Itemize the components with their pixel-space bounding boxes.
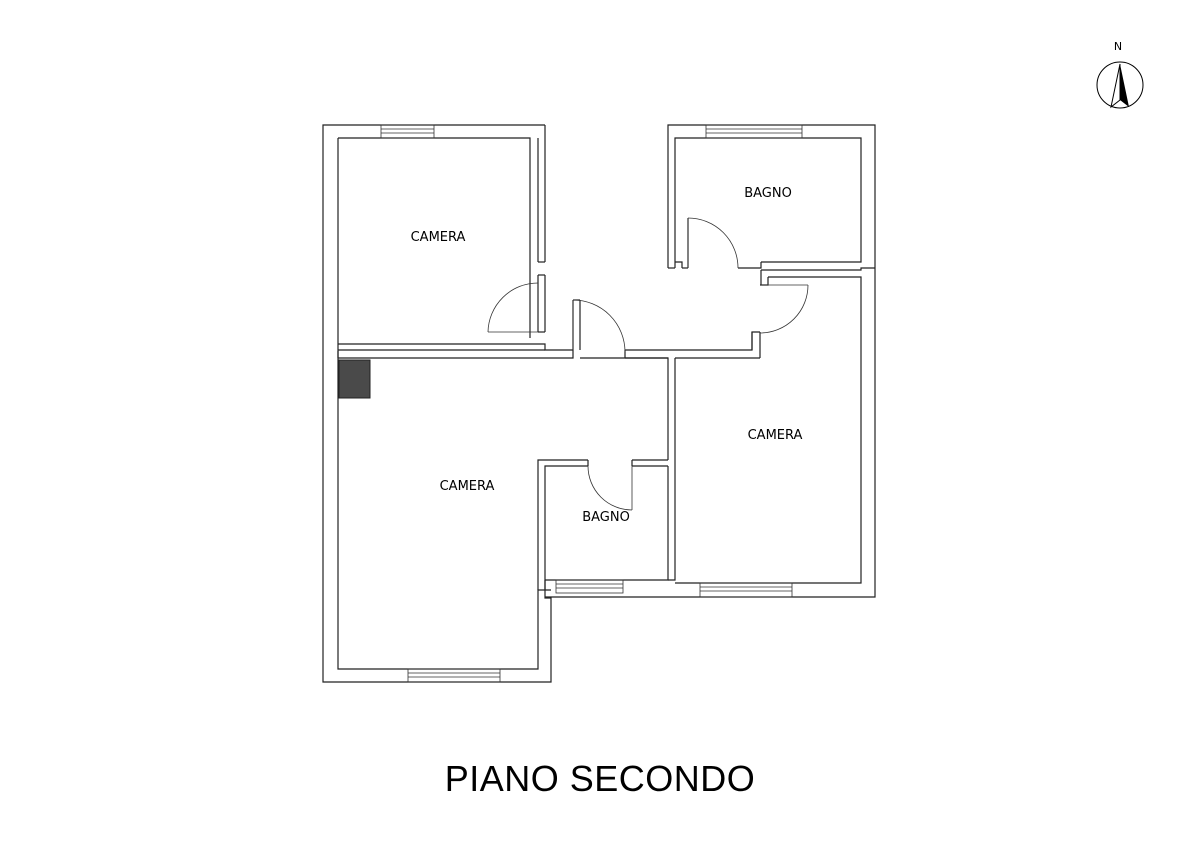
compass-north-letter: N [1114,40,1122,53]
window-bagno-top-right [705,124,803,139]
door-camera-right [759,284,809,334]
door-bagno-top-right [687,217,739,269]
window-top-left [380,124,435,139]
window-bagno-center [555,579,624,594]
window-bottom-left [407,668,501,683]
hall-walls [537,299,760,590]
floor-title: PIANO SECONDO [444,758,756,799]
room-label-camera-bottom-left: CAMERA [440,479,495,494]
door-bagno-center [587,465,633,511]
room-label-camera-top-left: CAMERA [411,230,466,245]
north-compass-icon: N [1096,40,1144,109]
door-camera-top-left [487,282,539,333]
left-wing-walls [322,124,574,683]
chimney-block [338,359,371,399]
room-label-bagno-center: BAGNO [582,510,630,525]
room-label-bagno-top-right: BAGNO [744,186,792,201]
room-label-camera-right: CAMERA [748,428,803,443]
window-camera-right [699,582,793,598]
right-wing-walls [545,124,876,598]
door-hall [572,299,626,353]
